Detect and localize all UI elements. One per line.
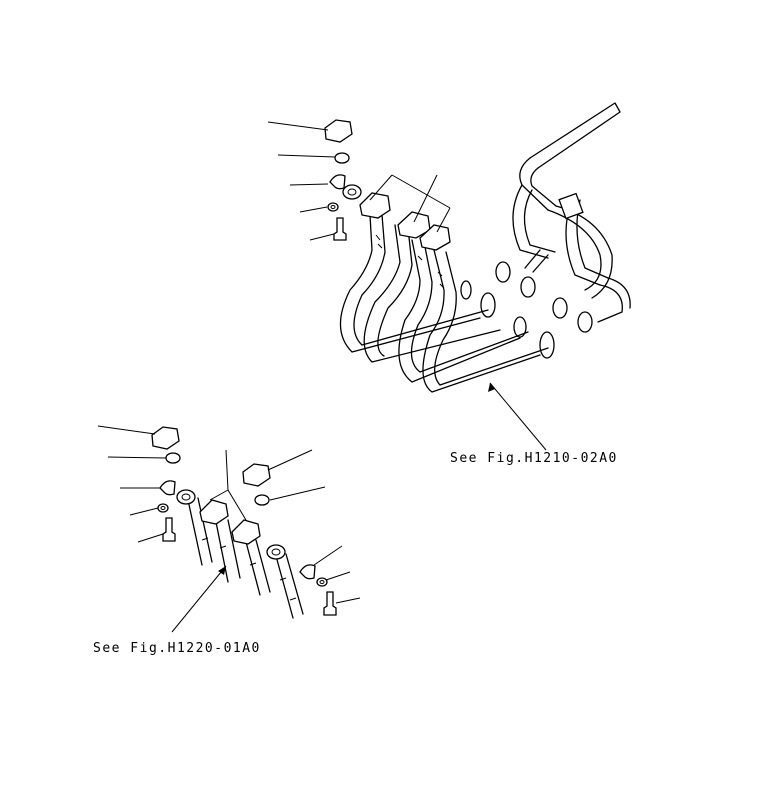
upper-leaders xyxy=(267,121,547,451)
split-flange-half xyxy=(299,564,316,580)
washer xyxy=(327,202,339,212)
bolt xyxy=(162,517,176,542)
washer xyxy=(157,503,169,513)
upper-tube-frame xyxy=(512,102,631,323)
o-ring xyxy=(165,452,181,464)
bolt xyxy=(323,591,337,616)
upper-hoses xyxy=(339,214,549,393)
upper-reference-label: See Fig.H1210-02A0 xyxy=(450,451,618,466)
upper-assembly: See Fig.H1210-02A0 xyxy=(267,102,631,466)
lower-hose-end-flanges xyxy=(176,489,286,560)
upper-hose-end-flanges xyxy=(342,184,451,251)
split-flange-half xyxy=(329,174,346,190)
bolt xyxy=(333,217,347,241)
lower-leaders xyxy=(97,425,361,633)
lower-exploded-parts-right xyxy=(242,463,337,616)
lower-assembly: See Fig.H1220-01A0 xyxy=(93,425,361,656)
split-flange-cover xyxy=(242,463,271,487)
split-flange-half xyxy=(159,480,176,496)
lower-hoses xyxy=(187,497,304,619)
lower-reference-label: See Fig.H1220-01A0 xyxy=(93,641,261,656)
o-ring xyxy=(254,494,270,506)
o-ring xyxy=(334,152,350,164)
split-flange-cover xyxy=(151,426,180,450)
upper-flanges xyxy=(460,261,593,359)
split-flange-cover xyxy=(324,119,353,143)
washer xyxy=(316,577,328,587)
lower-exploded-parts-left xyxy=(151,426,181,542)
upper-exploded-parts xyxy=(324,119,353,241)
